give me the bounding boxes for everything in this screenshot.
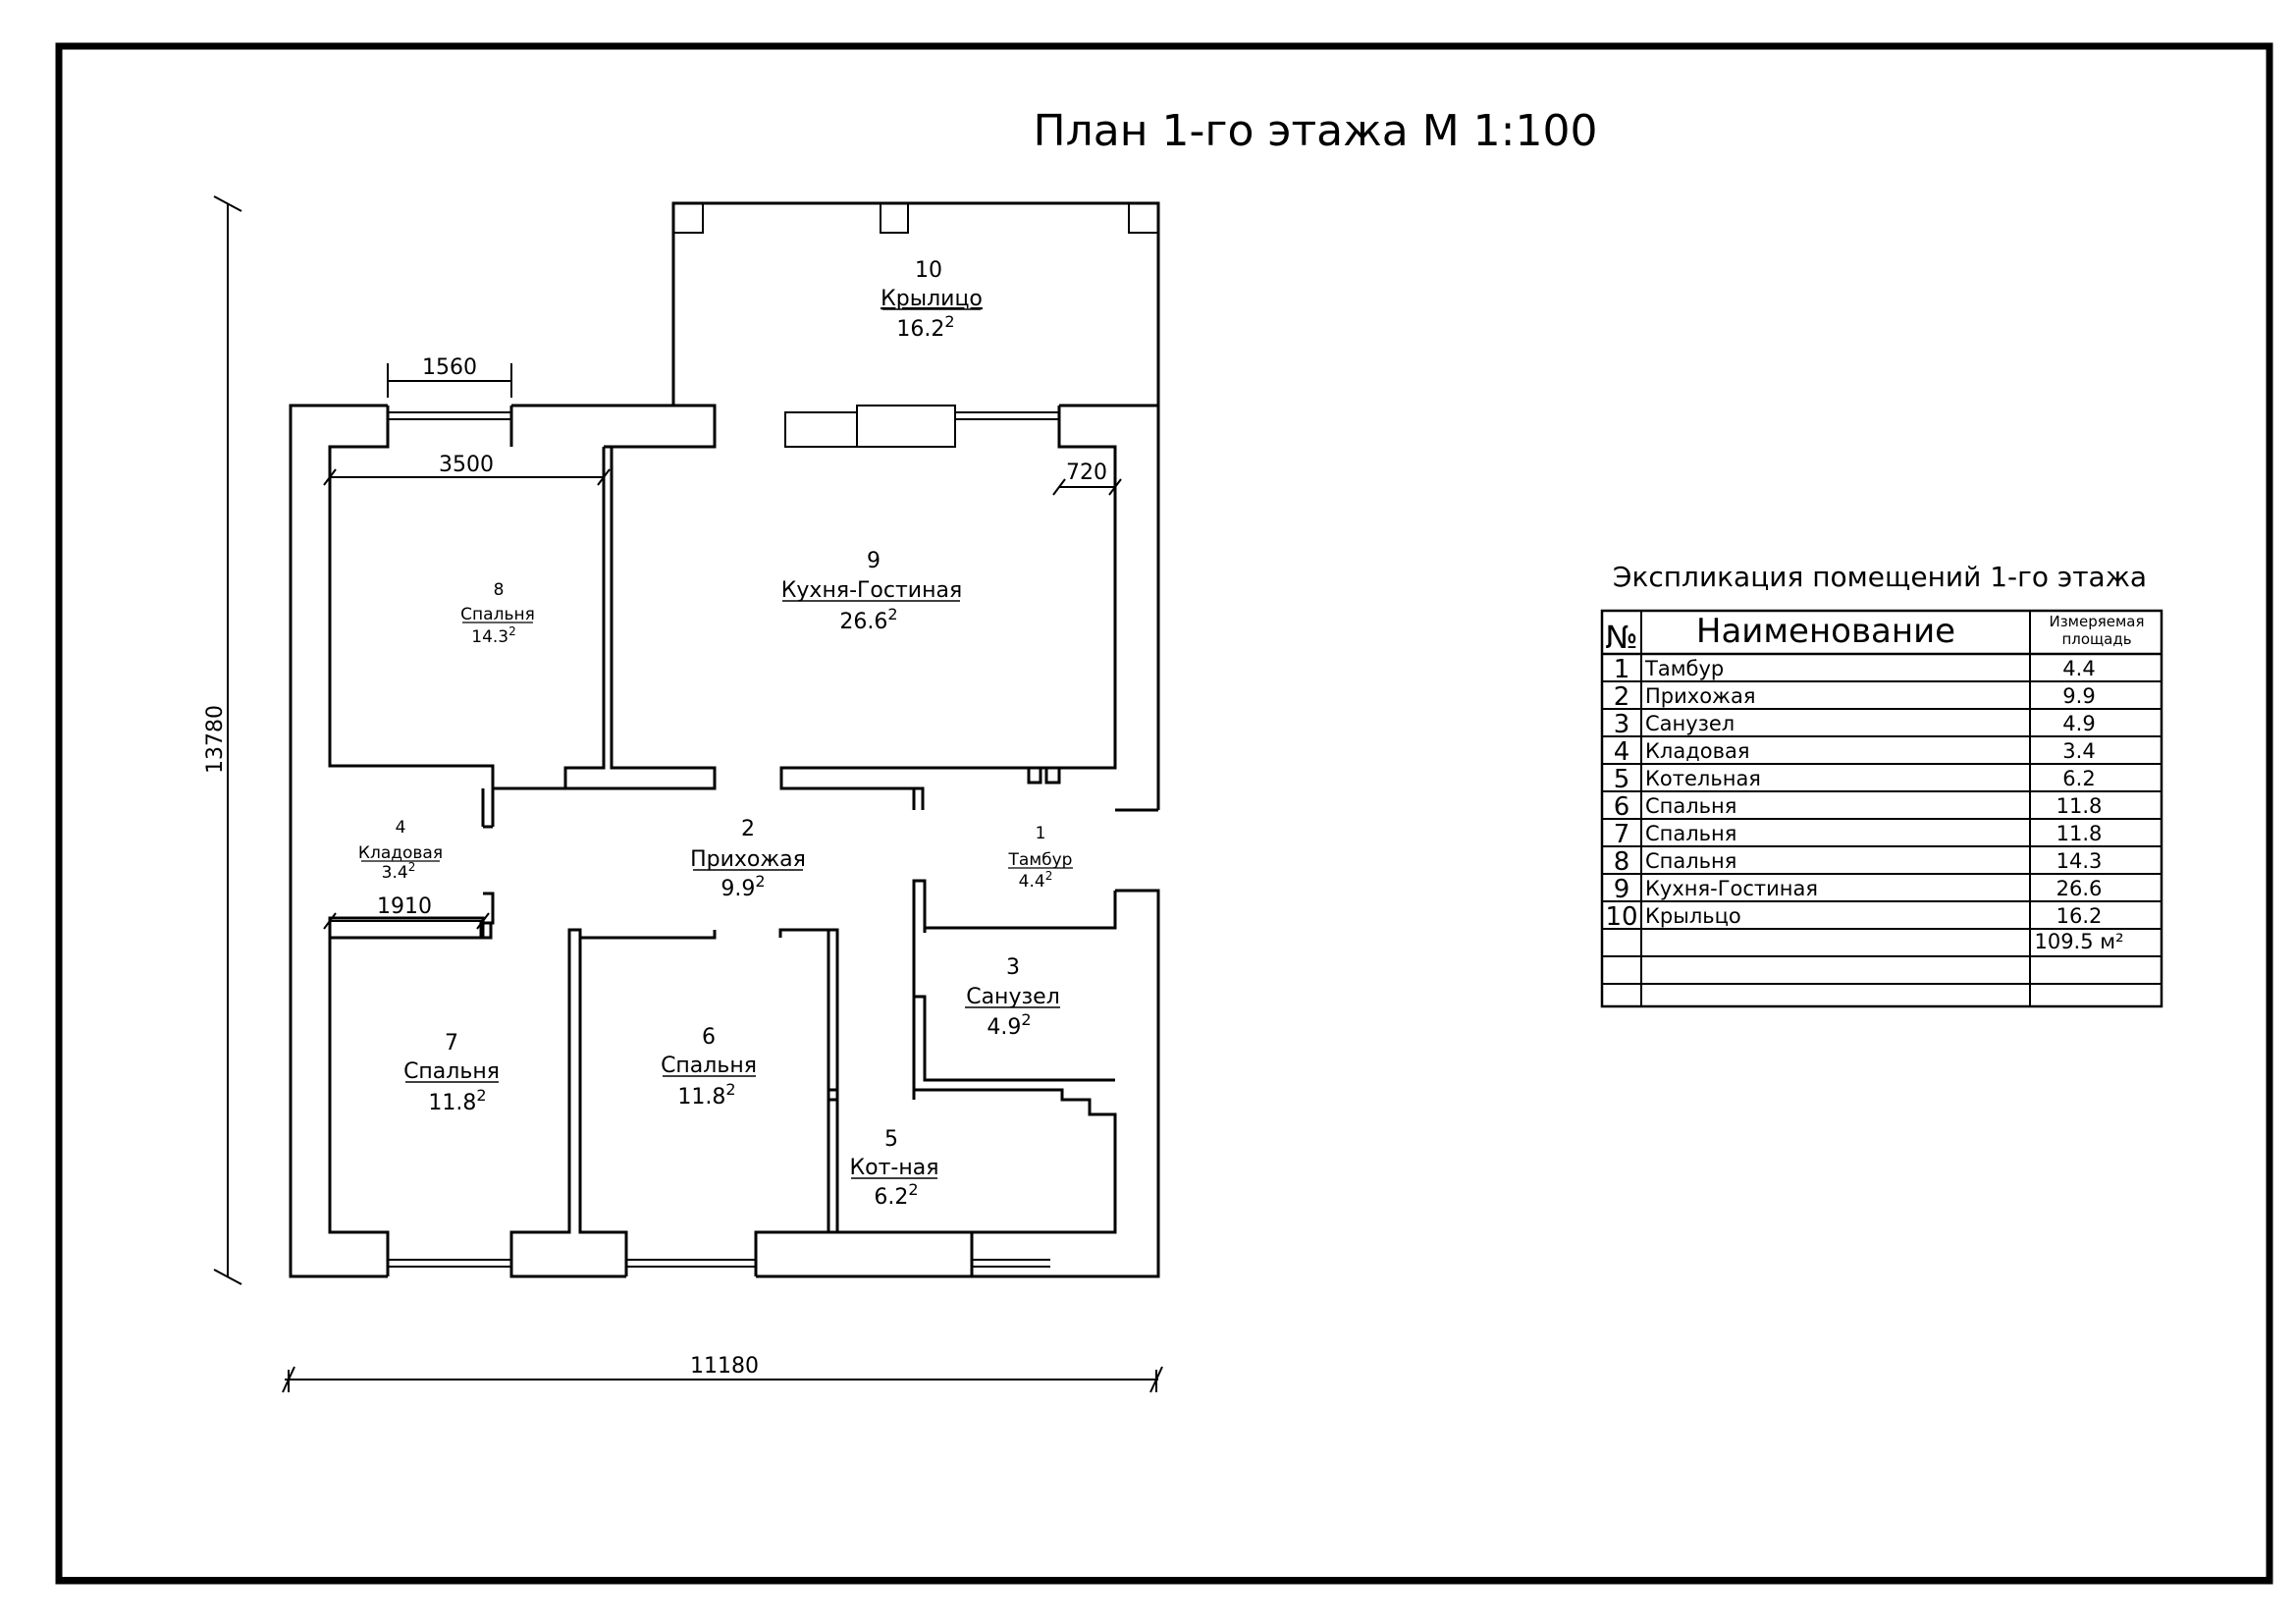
row-area: 3.4 (2062, 739, 2095, 763)
dimension-room8-width-text: 3500 (439, 453, 494, 477)
room-area: 3.42 (382, 860, 416, 883)
porch-outline (671, 201, 1160, 406)
dimension-total-height-text: 13780 (203, 705, 228, 774)
room-name: Кот-ная (850, 1156, 939, 1180)
header-name: Наименование (1696, 612, 1955, 651)
room-number: 7 (445, 1031, 458, 1056)
room-area: 26.62 (839, 605, 897, 634)
row-area: 9.9 (2062, 684, 2095, 708)
room-name: Спальня (661, 1054, 757, 1078)
room-area: 14.32 (471, 624, 516, 647)
row-num: 7 (1614, 820, 1630, 849)
row-num: 9 (1614, 875, 1630, 904)
room-name: Крылицо (881, 287, 983, 311)
sheet-frame (55, 42, 2273, 1585)
room-number: 10 (915, 258, 942, 283)
room-number: 3 (1006, 955, 1020, 980)
room-number: 9 (867, 549, 881, 573)
table-rows: 1 Тамбур 4.4 2 Прихожая 9.9 3 Санузел 4.9 4 Кладов… (1602, 652, 2162, 985)
room-name: Тамбур (1008, 850, 1073, 870)
explication-title: Экспликация помещений 1-го этажа (1613, 561, 2147, 593)
header-num: № (1605, 619, 1637, 656)
dimension-total-width-text: 11180 (690, 1354, 759, 1379)
room-area: 4.42 (1019, 869, 1053, 892)
room-area: 11.82 (428, 1086, 486, 1115)
row-name: Спальня (1645, 849, 1736, 873)
row-area: 4.9 (2062, 712, 2095, 735)
room-area: 4.92 (987, 1010, 1031, 1040)
room-area: 11.82 (677, 1080, 735, 1110)
room-name: Санузел (966, 985, 1060, 1009)
dimension-wall-offset-text: 720 (1066, 460, 1107, 485)
row-name: Спальня (1645, 794, 1736, 818)
room-labels: 10 Крылицо 16.22 9 Кухня-Гостиная 26.62 … (358, 258, 1073, 1210)
row-num: 8 (1614, 847, 1630, 877)
row-area: 16.2 (2056, 904, 2103, 928)
row-area: 11.8 (2056, 822, 2103, 845)
row-num: 3 (1614, 710, 1630, 739)
row-name: Кладовая (1645, 739, 1749, 763)
dimension-window-text: 1560 (422, 355, 477, 380)
row-area: 4.4 (2062, 657, 2095, 680)
row-num: 2 (1614, 682, 1630, 712)
explication-table: Экспликация помещений 1-го этажа № Наиме… (1600, 561, 2163, 1008)
drawing-title: План 1-го этажа М 1:100 (1034, 106, 1598, 156)
room-area: 6.22 (874, 1180, 918, 1210)
row-area: 14.3 (2056, 849, 2103, 873)
row-area: 26.6 (2056, 877, 2103, 900)
row-name: Прихожая (1645, 684, 1755, 708)
windows (388, 405, 1059, 1268)
dimension-storage-width-text: 1910 (377, 894, 432, 919)
row-num: 4 (1614, 737, 1630, 767)
row-name: Тамбур (1644, 657, 1724, 680)
row-num: 1 (1614, 655, 1630, 684)
row-area: 6.2 (2062, 767, 2095, 790)
row-num: 10 (1605, 902, 1637, 932)
room-number: 8 (494, 580, 505, 600)
interior-walls (328, 445, 1115, 1102)
row-name: Крыльцо (1645, 904, 1741, 928)
room-name: Кладовая (358, 843, 443, 863)
row-name: Спальня (1645, 822, 1736, 845)
room-area: 9.92 (721, 872, 765, 901)
floor-plan: 1560 3500 720 1910 11180 13780 10 Крылиц… (203, 195, 1163, 1393)
dimension-lines (213, 195, 1163, 1393)
room-number: 1 (1036, 824, 1046, 843)
room-area: 16.22 (896, 312, 954, 342)
room-number: 4 (396, 818, 406, 838)
room-name: Спальня (403, 1059, 500, 1084)
room-name: Спальня (460, 605, 535, 624)
room-name: Прихожая (690, 847, 806, 872)
total-area: 109.5 м² (2034, 930, 2123, 953)
room-number: 5 (884, 1127, 898, 1152)
table-border (1600, 609, 2163, 1008)
row-name: Кухня-Гостиная (1645, 877, 1818, 900)
row-num: 6 (1614, 792, 1630, 822)
row-area: 11.8 (2056, 794, 2103, 818)
header-area-cell: Измеряемая площадь (2049, 613, 2145, 648)
header-area: Измеряемая площадь (2049, 613, 2145, 648)
room-name: Кухня-Гостиная (781, 578, 962, 603)
room-number: 6 (702, 1025, 716, 1050)
row-num: 5 (1614, 765, 1630, 794)
row-name: Котельная (1645, 767, 1761, 790)
row-name: Санузел (1645, 712, 1735, 735)
exterior-walls (289, 404, 1160, 1278)
room-number: 2 (741, 817, 755, 841)
